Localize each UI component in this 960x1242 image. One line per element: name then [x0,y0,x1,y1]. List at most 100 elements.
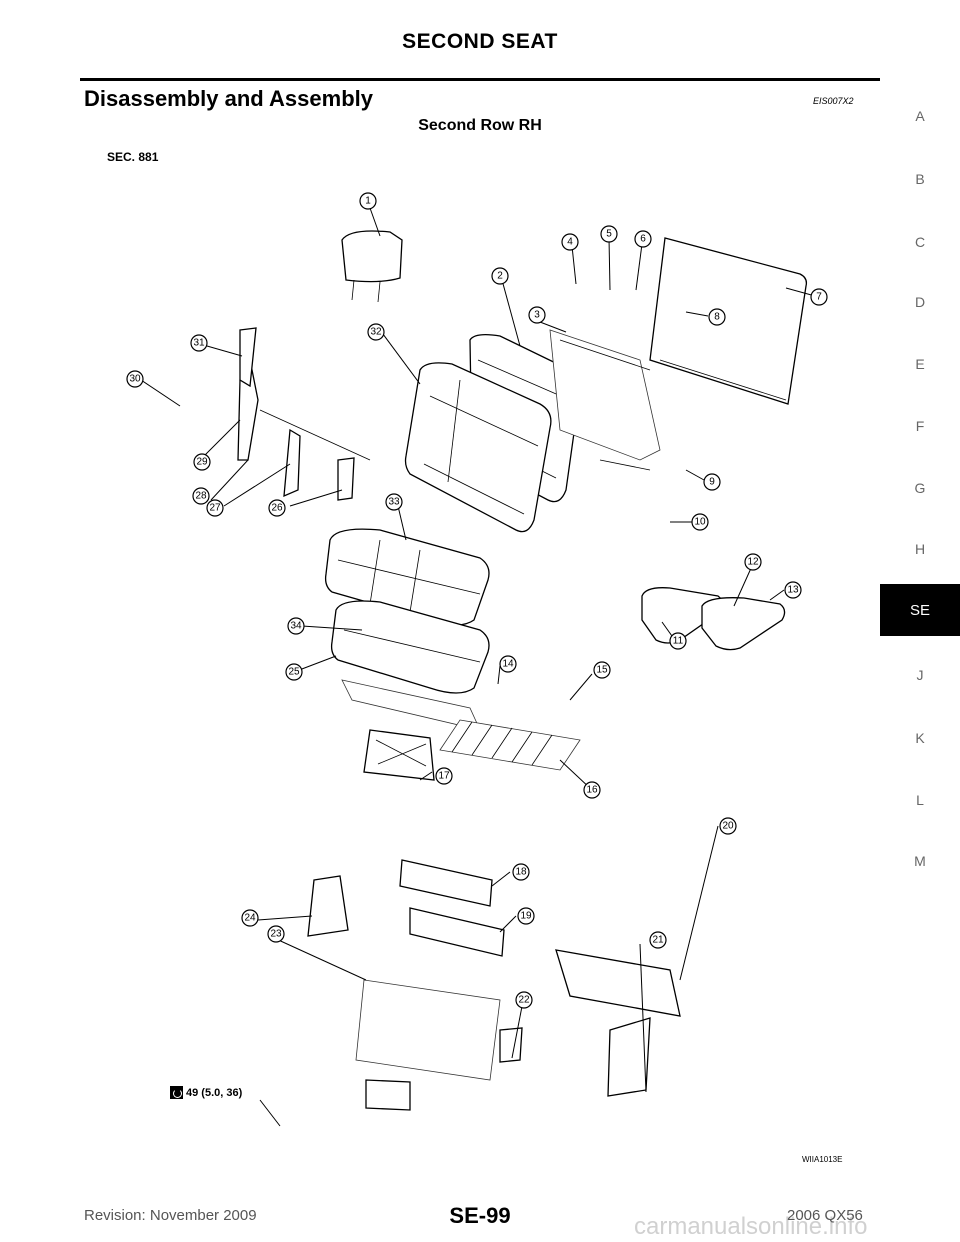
callout-17: 17 [435,767,453,785]
callout-33: 33 [385,493,403,511]
callout-13: 13 [784,581,802,599]
index-letter-d[interactable]: D [914,294,926,310]
callout-29-label: 29 [196,457,208,468]
callout-34: 34 [287,617,305,635]
index-letter-c[interactable]: C [914,234,926,250]
callout-3: 3 [528,306,546,324]
callout-14-label: 14 [502,659,514,670]
callout-4-label: 4 [567,237,573,248]
callout-25-label: 25 [288,667,300,678]
callout-26: 26 [268,499,286,517]
callout-15-label: 15 [596,665,608,676]
index-letter-g[interactable]: G [914,480,926,496]
footer-model: 2006 QX56 [787,1207,863,1224]
index-letter-j[interactable]: J [916,667,924,683]
section-heading: Disassembly and Assembly [84,86,373,111]
index-letter-e[interactable]: E [915,356,925,372]
callout-3-label: 3 [534,310,540,321]
callout-2-label: 2 [497,271,503,282]
callout-28-label: 28 [195,491,207,502]
index-letter-h[interactable]: H [914,541,926,557]
callout-17-label: 17 [438,771,450,782]
callout-7-label: 7 [816,292,822,303]
lower-base-part [307,875,681,1111]
callout-11-label: 11 [673,636,684,647]
footer-revision: Revision: November 2009 [84,1207,257,1224]
page-title: SECOND SEAT [402,30,558,53]
callout-34-label: 34 [290,621,302,632]
callout-14: 14 [499,655,517,673]
leader-lines [137,207,816,1127]
callout-23-label: 23 [270,929,282,940]
callout-31-label: 31 [193,338,205,349]
index-tab-se-active[interactable]: SE [880,584,960,636]
callout-18-label: 18 [515,867,527,878]
torque-wrench-icon [170,1086,183,1099]
callout-9: 9 [703,473,721,491]
callout-33-label: 33 [388,497,400,508]
callout-32: 32 [367,323,385,341]
recliner-assembly-part [237,327,371,501]
callout-6: 6 [634,230,652,248]
back-panel-part [649,237,808,405]
callout-30-label: 30 [129,374,141,385]
callout-30: 30 [126,370,144,388]
callout-25: 25 [285,663,303,681]
callout-13-label: 13 [787,585,799,596]
callout-10: 10 [691,513,709,531]
spring-mat-part [439,719,581,771]
callout-11: 11 [669,632,687,650]
callout-23: 23 [267,925,285,943]
subsection-title: Second Row RH [418,117,542,134]
lower-pad-part [399,859,505,957]
watermark: carmanualsonline.info [634,1213,868,1240]
index-letter-b[interactable]: B [915,171,925,187]
index-letter-a[interactable]: A [915,108,925,124]
callout-19: 19 [517,907,535,925]
figure-code: WIIA1013E [802,1155,843,1164]
callout-5: 5 [600,225,618,243]
callout-1: 1 [359,192,377,210]
callout-6-label: 6 [640,234,646,245]
callout-16-label: 16 [586,785,598,796]
callout-24: 24 [241,909,259,927]
index-letter-m[interactable]: M [914,853,926,869]
callout-2: 2 [491,267,509,285]
callout-18: 18 [512,863,530,881]
seatback-frame-part [549,329,661,471]
callout-15: 15 [593,661,611,679]
callout-19-label: 19 [520,911,532,922]
callout-22: 22 [515,991,533,1009]
callout-5-label: 5 [606,229,612,240]
callout-20-label: 20 [722,821,734,832]
title-rule [80,78,880,81]
callout-29: 29 [193,453,211,471]
exploded-seat-diagram: 1 2 3 4 5 6 7 8 9 10 11 12 13 14 15 16 1… [126,192,828,1127]
callout-22-label: 22 [518,995,530,1006]
callout-27-label: 27 [209,503,221,514]
index-letter-k[interactable]: K [915,730,925,746]
callout-4: 4 [561,233,579,251]
callout-31: 31 [190,334,208,352]
callout-10-label: 10 [694,517,706,528]
armrest-part [641,587,786,651]
headrest-part [341,230,403,303]
torque-value: 49 (5.0, 36) [186,1086,243,1099]
callout-21-label: 21 [652,935,664,946]
callout-1-label: 1 [365,196,371,207]
callout-32-label: 32 [370,327,382,338]
seat-frame-part [341,679,481,781]
callout-28: 28 [192,487,210,505]
callout-27: 27 [206,499,224,517]
footer-page-number: SE-99 [449,1203,511,1228]
callout-12: 12 [744,553,762,571]
torque-spec: 49 (5.0, 36) [170,1086,242,1099]
callout-12-label: 12 [747,557,759,568]
callout-8: 8 [708,308,726,326]
reference-code: EIS007X2 [813,96,854,106]
callout-24-label: 24 [244,913,256,924]
index-letter-l[interactable]: L [916,792,924,808]
callout-7: 7 [810,288,828,306]
callout-8-label: 8 [714,312,720,323]
index-letter-f[interactable]: F [915,418,925,434]
